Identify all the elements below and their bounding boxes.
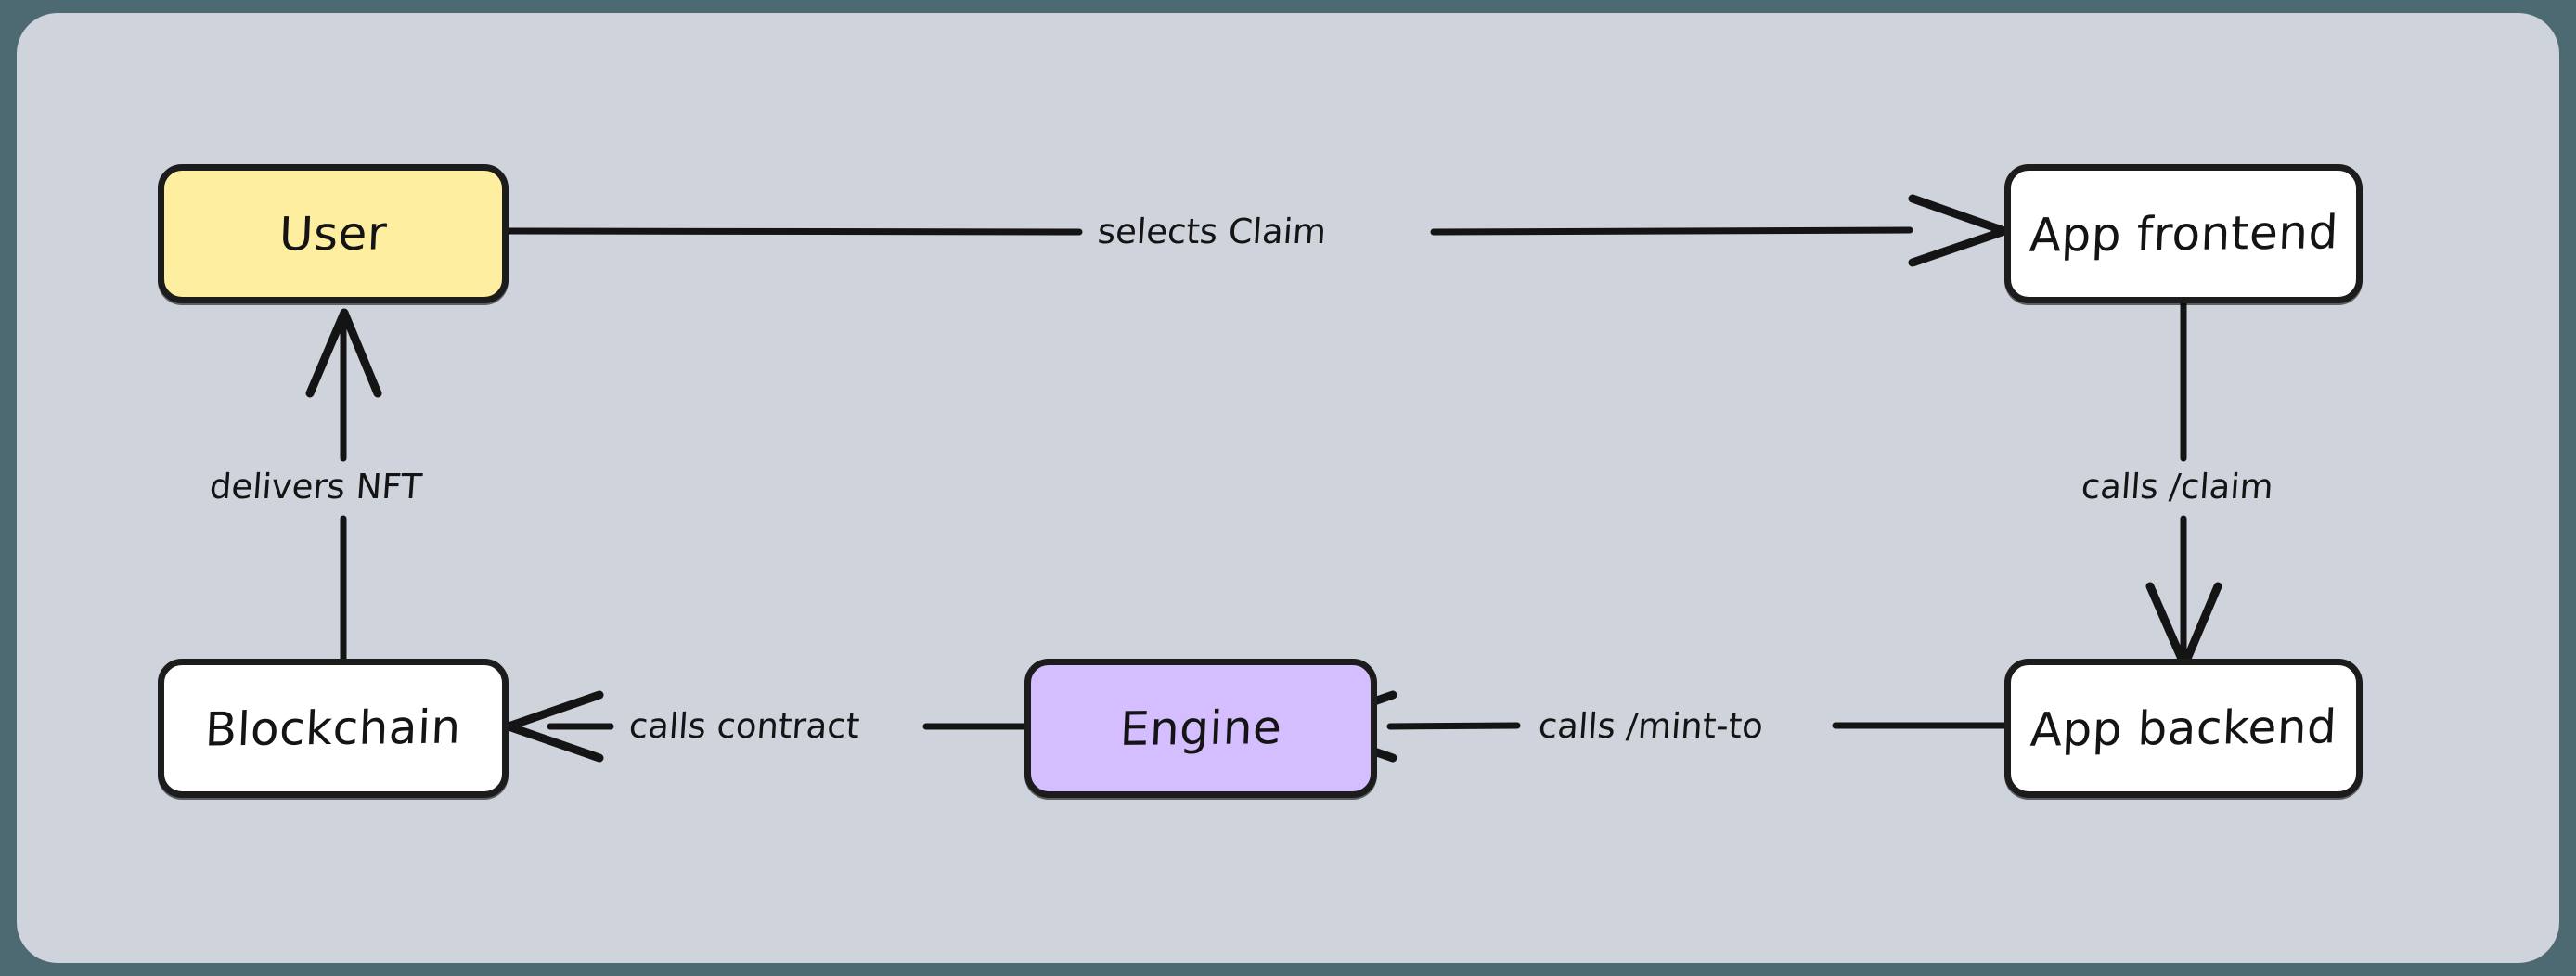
edge-label-delivers-nft: delivers NFT — [208, 467, 424, 507]
arrowhead-left — [504, 690, 604, 763]
edge-label-calls-mint-to: calls /mint-to — [1527, 706, 1774, 746]
node-engine[interactable]: Engine — [1024, 659, 1377, 798]
diagram-canvas: User App frontend Blockchain Engine App … — [17, 13, 2559, 963]
node-user[interactable]: User — [158, 164, 509, 303]
node-user-label: User — [277, 206, 389, 262]
edge-label-selects-claim: selects Claim — [1087, 212, 1337, 251]
node-app-frontend[interactable]: App frontend — [2004, 164, 2363, 303]
node-engine-label: Engine — [1118, 700, 1283, 756]
node-blockchain[interactable]: Blockchain — [158, 659, 509, 798]
edge-label-calls-claim: calls /claim — [2080, 467, 2275, 507]
node-app-backend[interactable]: App backend — [2004, 659, 2363, 798]
node-app-backend-label: App backend — [2029, 700, 2338, 757]
arrowhead-right — [1908, 194, 2009, 267]
node-blockchain-label: Blockchain — [203, 700, 463, 757]
node-app-frontend-label: App frontend — [2028, 205, 2339, 263]
edge-label-calls-contract: calls contract — [618, 706, 870, 746]
arrowhead-down — [2145, 582, 2222, 670]
arrowhead-up — [305, 308, 382, 398]
